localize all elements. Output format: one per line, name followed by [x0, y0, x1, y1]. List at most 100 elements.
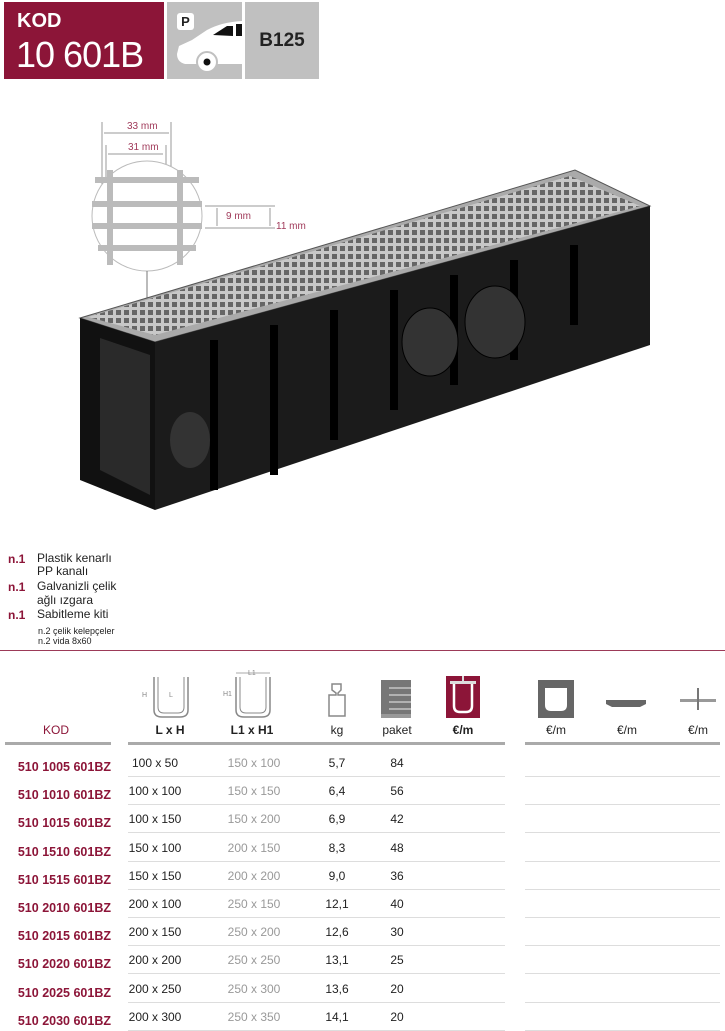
l1xh1: 250 x 300 — [227, 981, 281, 996]
svg-text:H1: H1 — [223, 691, 232, 698]
lxh: 200 x 100 — [128, 897, 182, 911]
row-divider — [525, 973, 720, 975]
package-qty: 25 — [390, 953, 404, 968]
table-row: 510 2025 601BZ 200 x 250 250 x 300 13,6 … — [0, 972, 725, 1003]
row-divider — [128, 888, 505, 890]
col-eur-kit: €/m — [687, 723, 708, 737]
col-kg: kg — [330, 723, 344, 737]
product-code: 10 601B — [16, 34, 144, 75]
weight: 12,1 — [325, 897, 349, 911]
fixing-kit-icon — [680, 688, 716, 710]
product-code: 510 1005 601BZ — [17, 760, 111, 774]
load-class-badge: B125 — [245, 2, 319, 79]
weight: 6,9 — [328, 812, 346, 827]
table-row: 510 2015 601BZ 200 x 150 250 x 200 12,6 … — [0, 915, 725, 947]
l1xh1: 150 x 200 — [227, 812, 281, 827]
row-divider — [128, 860, 505, 862]
table-row: 510 1010 601BZ 100 x 100 150 x 150 6,4 5… — [0, 774, 725, 806]
qty: n.1 — [8, 580, 26, 594]
feature-subtext: n.2 çelik kelepçeler — [38, 626, 115, 636]
col-eur-body: €/m — [545, 723, 566, 737]
product-code: 510 2015 601BZ — [17, 929, 111, 944]
dim-11mm: 11 mm — [276, 221, 306, 232]
table-row: 510 2030 601BZ 200 x 300 250 x 350 14,1 … — [0, 1000, 725, 1031]
row-divider — [128, 1001, 505, 1003]
package-qty: 84 — [390, 756, 404, 770]
row-divider — [128, 945, 505, 947]
l1xh1: 250 x 150 — [227, 897, 281, 911]
package-qty: 20 — [390, 981, 404, 996]
lxh: 100 x 50 — [131, 756, 179, 770]
weight: 8,3 — [328, 840, 346, 855]
lxh: 200 x 150 — [128, 925, 182, 940]
product-code: 510 1510 601BZ — [17, 844, 111, 859]
row-divider — [525, 888, 720, 890]
table-row: 510 1510 601BZ 150 x 100 200 x 150 8,3 4… — [0, 831, 725, 862]
l1xh1: 150 x 150 — [227, 784, 281, 799]
channel-with-grate-icon — [446, 676, 480, 718]
parking-car-badge: P — [167, 2, 242, 79]
weight: 13,6 — [325, 981, 349, 996]
package-qty: 42 — [390, 812, 404, 827]
product-code: 510 1010 601BZ — [17, 788, 111, 803]
col-eur-main: €/m — [452, 723, 474, 737]
product-code: 510 1015 601BZ — [17, 816, 111, 831]
section-divider — [0, 650, 725, 651]
product-code-box: KOD 10 601B — [4, 2, 164, 79]
package-qty: 30 — [390, 925, 404, 940]
feature-text: ağlı ızgara — [37, 593, 94, 607]
package-qty: 36 — [390, 868, 404, 883]
product-code: 510 2010 601BZ — [17, 901, 111, 915]
weight: 5,7 — [328, 756, 346, 770]
product-code: 510 2025 601BZ — [17, 985, 111, 1000]
lxh: 150 x 100 — [128, 840, 182, 855]
table-row: 510 1015 601BZ 100 x 150 150 x 200 6,9 4… — [0, 802, 725, 834]
lxh: 100 x 150 — [128, 812, 182, 827]
l1xh1: 200 x 200 — [227, 868, 281, 883]
qty: n.1 — [8, 552, 26, 566]
weight-icon — [328, 683, 346, 717]
table-row: 510 1005 601BZ 100 x 50 150 x 100 5,7 84 — [0, 746, 725, 777]
grate-icon — [606, 700, 646, 707]
lxh: 100 x 100 — [128, 784, 182, 799]
row-divider — [128, 776, 505, 777]
channel-body-icon — [538, 680, 574, 718]
table-row: 510 2010 601BZ 200 x 100 250 x 150 12,1 … — [0, 887, 725, 918]
header-divider — [128, 742, 505, 745]
row-divider — [525, 832, 720, 834]
row-divider — [525, 776, 720, 777]
col-kod: KOD — [42, 723, 69, 737]
table-row: 510 1515 601BZ 150 x 150 200 x 200 9,0 3… — [0, 859, 725, 890]
lxh: 150 x 150 — [128, 868, 182, 883]
product-code: 510 2020 601BZ — [17, 957, 111, 972]
pallet-icon — [381, 680, 411, 718]
feature-text: Sabitleme kiti — [37, 607, 109, 621]
feature-text: Galvanizli çelik — [37, 579, 117, 593]
weight: 12,6 — [325, 925, 349, 940]
weight: 9,0 — [328, 868, 346, 883]
product-code: 510 1515 601BZ — [17, 872, 111, 887]
svg-text:L1: L1 — [248, 670, 256, 677]
col-eur-grate: €/m — [616, 723, 637, 737]
col-paket: paket — [382, 723, 412, 737]
row-divider — [128, 804, 505, 806]
row-divider — [525, 1001, 720, 1003]
weight: 14,1 — [325, 1009, 349, 1024]
feature-subtext: n.2 vida 8x60 — [38, 636, 92, 646]
table-row: 510 2020 601BZ 200 x 200 250 x 250 13,1 … — [0, 943, 725, 975]
dim-33mm: 33 mm — [127, 121, 158, 132]
car-icon — [177, 21, 242, 73]
parking-icon: P — [177, 13, 194, 30]
feature-text: PP kanalı — [37, 564, 89, 578]
lxh: 200 x 300 — [128, 1009, 182, 1024]
row-divider — [128, 917, 505, 918]
l1xh1: 150 x 100 — [227, 756, 281, 770]
lxh: 200 x 200 — [128, 953, 182, 968]
header-divider — [525, 742, 720, 745]
qty: n.1 — [8, 608, 26, 622]
l1xh1: 200 x 150 — [227, 840, 281, 855]
row-divider — [525, 945, 720, 947]
row-divider — [128, 832, 505, 834]
svg-text:H: H — [142, 692, 147, 699]
